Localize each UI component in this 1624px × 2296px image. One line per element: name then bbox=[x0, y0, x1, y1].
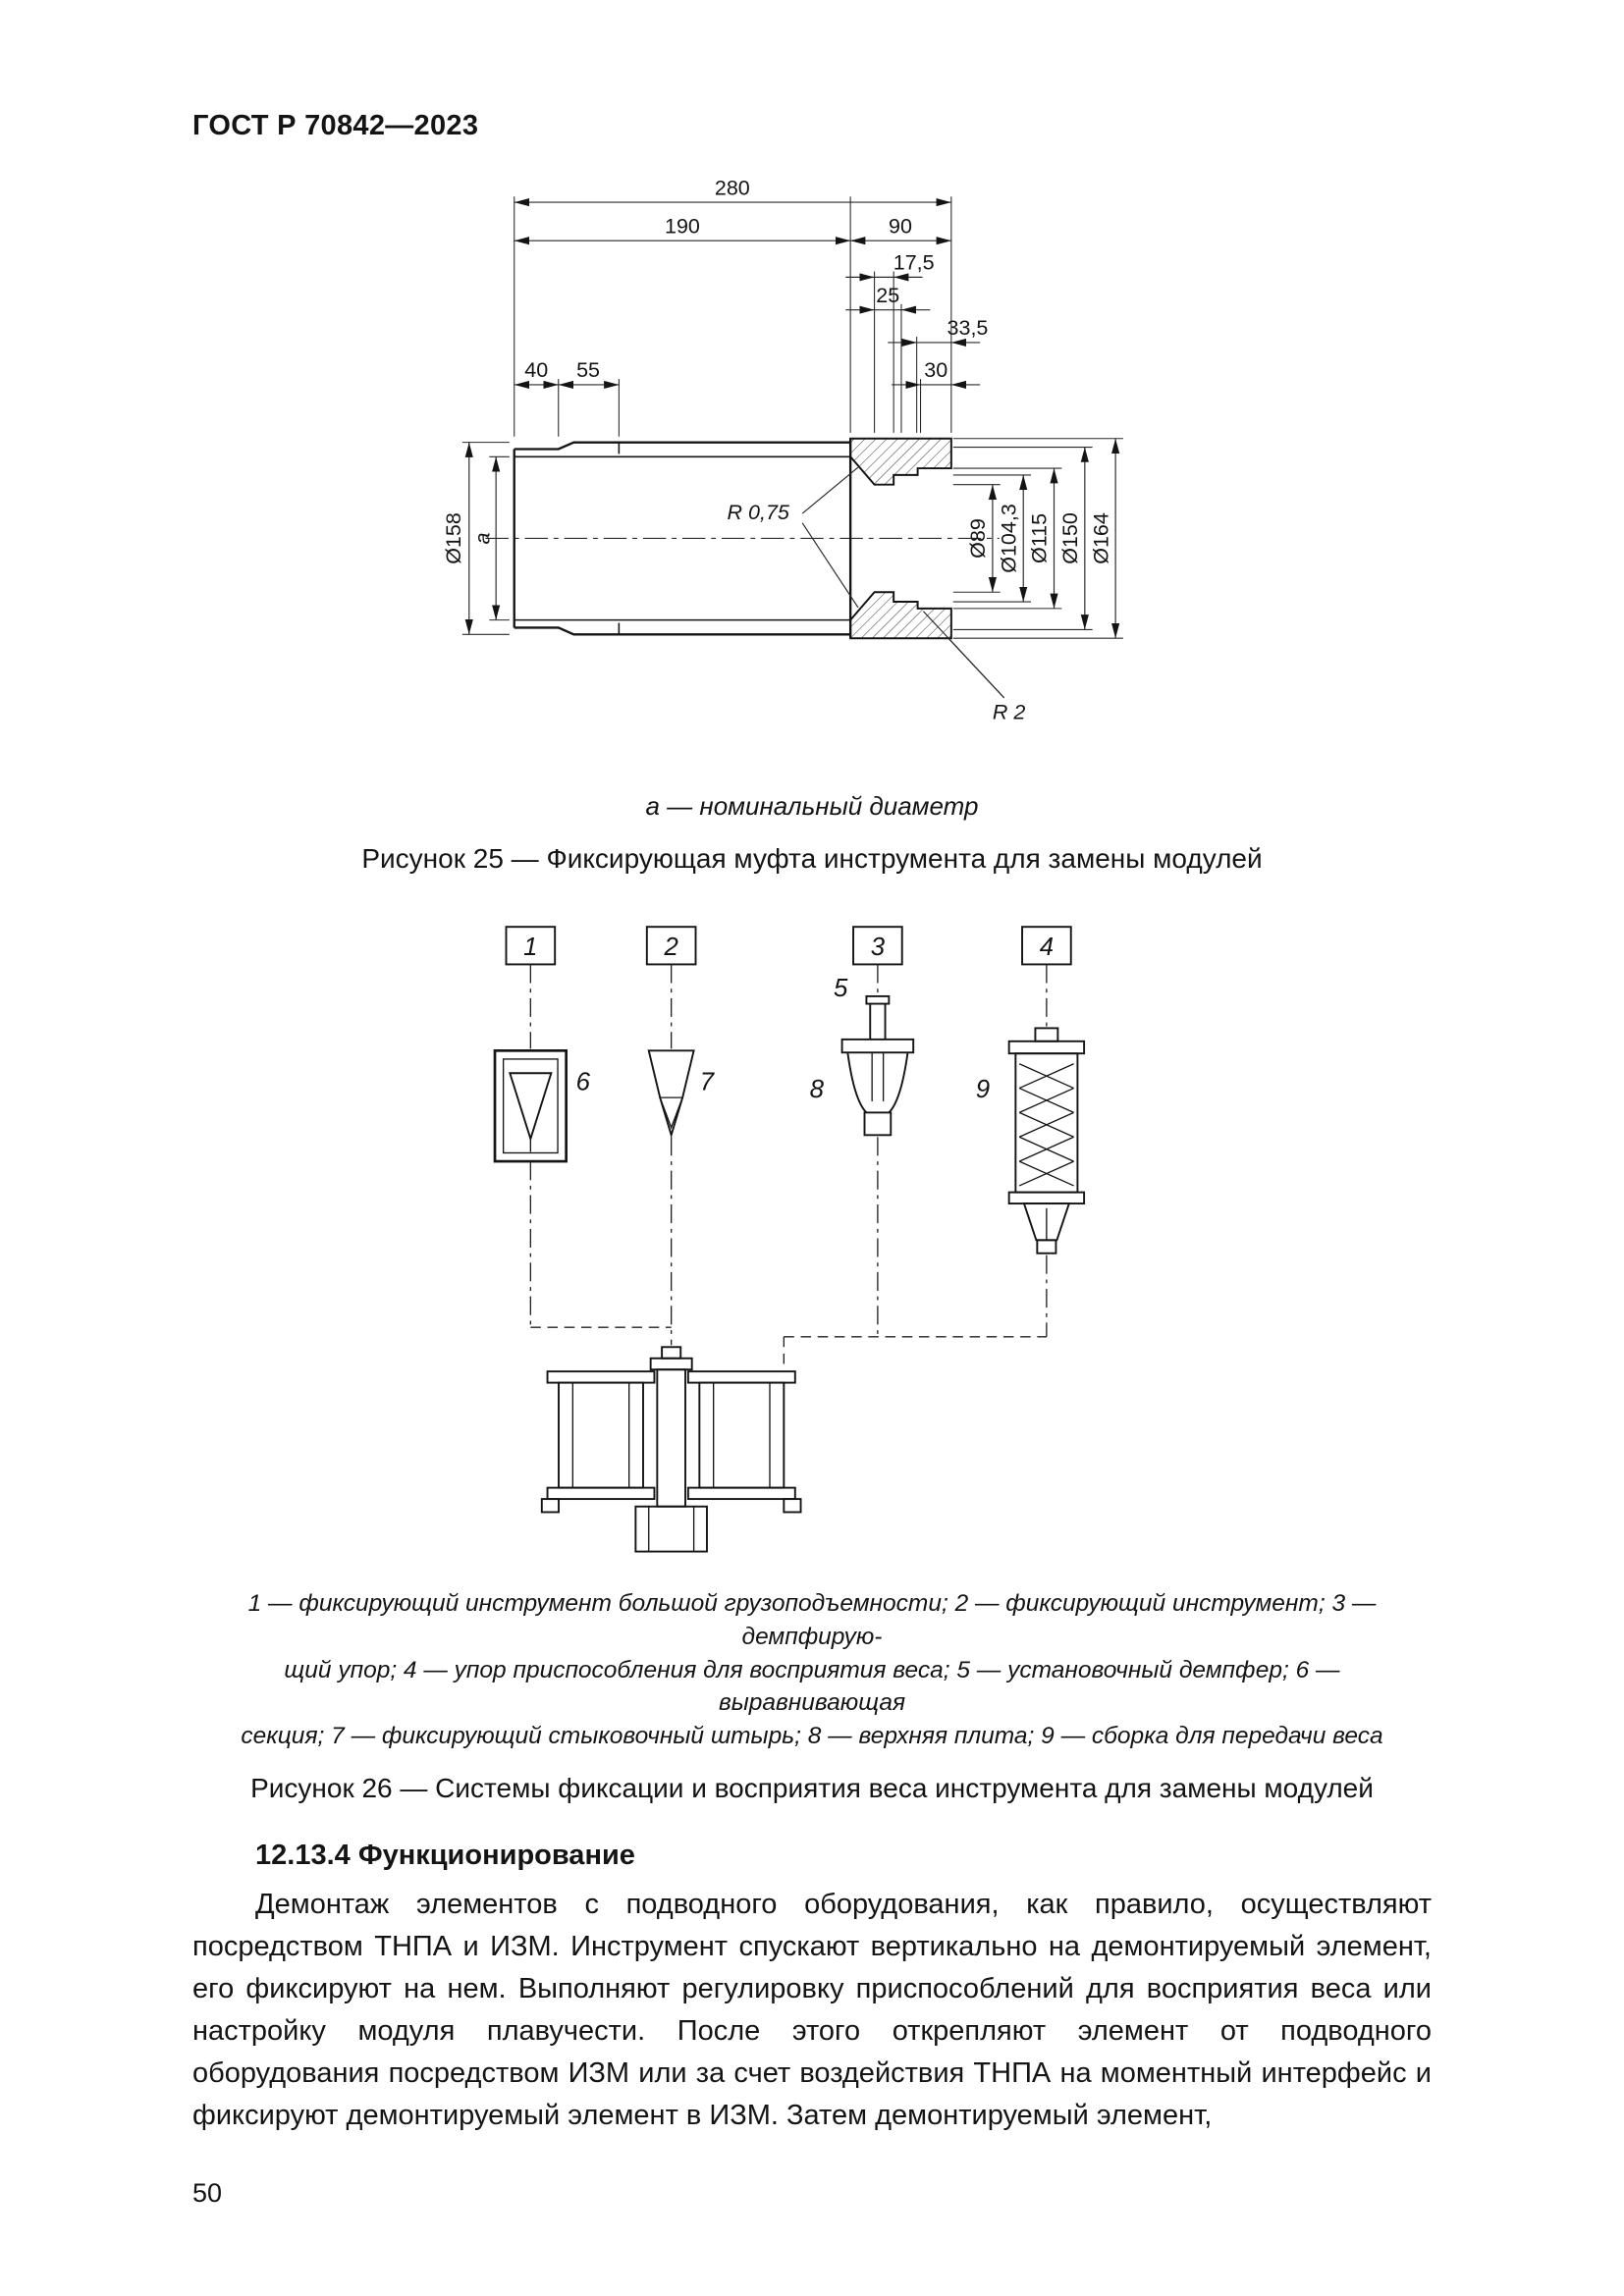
tool-2-locking-tool bbox=[647, 1049, 695, 1139]
sleeve-outline bbox=[513, 437, 952, 640]
lower-wall-hatched bbox=[849, 591, 952, 640]
dim-25-label: 25 bbox=[876, 284, 899, 307]
dim-dia115-label: Ø115 bbox=[1028, 513, 1052, 563]
dimension-lines bbox=[464, 198, 1120, 699]
legend-line-2: щий упор; 4 — упор приспособления для во… bbox=[284, 1656, 1340, 1717]
tool-1-heavy-locking-tool bbox=[493, 1049, 568, 1163]
callout-2: 2 bbox=[663, 934, 677, 961]
figure-25-caption: Рисунок 25 — Фиксирующая муфта инструмен… bbox=[361, 843, 1263, 875]
dimension-labels: 280 190 90 17,5 25 33,5 40 55 30 Ø158 a … bbox=[442, 176, 1112, 723]
callout-3: 3 bbox=[871, 934, 886, 961]
body-paragraph: Демонтаж элементов с подводного оборудов… bbox=[192, 1888, 1432, 2131]
dim-dia158-label: Ø158 bbox=[442, 512, 465, 564]
tool-4-weight-stop bbox=[1007, 1027, 1086, 1255]
figure-26: 1 2 3 4 6 bbox=[192, 910, 1432, 1804]
callout-8: 8 bbox=[810, 1076, 825, 1103]
weight-transfer-assembly bbox=[540, 1346, 802, 1553]
legend-line-3: секция; 7 — фиксирующий стыковочный штыр… bbox=[241, 1723, 1383, 1750]
dim-dia150-label: Ø150 bbox=[1058, 512, 1082, 564]
tool-3-damping-stop bbox=[840, 995, 915, 1137]
figure-26-legend: 1 — фиксирующий инструмент большой грузо… bbox=[192, 1587, 1432, 1753]
callout-4: 4 bbox=[1040, 934, 1054, 961]
connector-lines bbox=[529, 1137, 1048, 1370]
callout-1: 1 bbox=[523, 934, 537, 961]
figure-25-drawing: 280 190 90 17,5 25 33,5 40 55 30 Ø158 a … bbox=[442, 176, 1123, 723]
callout-5: 5 bbox=[834, 975, 848, 1002]
dim-17-5-label: 17,5 bbox=[893, 251, 935, 275]
figure-25: 280 190 90 17,5 25 33,5 40 55 30 Ø158 a … bbox=[192, 162, 1432, 875]
legend-line-1: 1 — фиксирующий инструмент большой грузо… bbox=[247, 1589, 1377, 1650]
document-page: ГОСТ Р 70842—2023 bbox=[192, 110, 1432, 2208]
upper-wall-hatched bbox=[849, 437, 952, 486]
figure-25-footnote: а — номинальный диаметр bbox=[645, 791, 979, 822]
extension-lines bbox=[461, 196, 1123, 639]
leader-lines bbox=[529, 964, 1048, 1049]
dim-30-label: 30 bbox=[924, 358, 947, 382]
dim-nominal-a-label: a bbox=[470, 532, 494, 544]
section-heading: 12.13.4 Функционирование bbox=[255, 1839, 635, 1871]
dim-280-label: 280 bbox=[715, 176, 750, 199]
dim-r2-label: R 2 bbox=[993, 700, 1026, 723]
page-number: 50 bbox=[192, 2177, 223, 2208]
dim-dia89-label: Ø89 bbox=[966, 518, 990, 559]
dim-dia164-label: Ø164 bbox=[1089, 512, 1112, 564]
figure-26-caption: Рисунок 26 — Системы фиксации и восприят… bbox=[250, 1772, 1374, 1803]
dim-40-label: 40 bbox=[524, 358, 548, 382]
callout-boxes: 1 2 3 4 bbox=[505, 926, 1072, 966]
callout-7: 7 bbox=[700, 1069, 716, 1096]
dim-33-5-label: 33,5 bbox=[947, 316, 989, 340]
figure-26-drawing: 1 2 3 4 6 bbox=[493, 926, 1086, 1553]
callout-9: 9 bbox=[976, 1076, 990, 1103]
dim-190-label: 190 bbox=[665, 214, 700, 238]
dim-90-label: 90 bbox=[889, 214, 912, 238]
callout-6: 6 bbox=[576, 1069, 591, 1096]
dim-r075-label: R 0,75 bbox=[728, 501, 790, 524]
dim-dia104-3-label: Ø104,3 bbox=[997, 504, 1020, 573]
dim-55-label: 55 bbox=[576, 358, 600, 382]
standard-header: ГОСТ Р 70842—2023 bbox=[192, 110, 479, 141]
